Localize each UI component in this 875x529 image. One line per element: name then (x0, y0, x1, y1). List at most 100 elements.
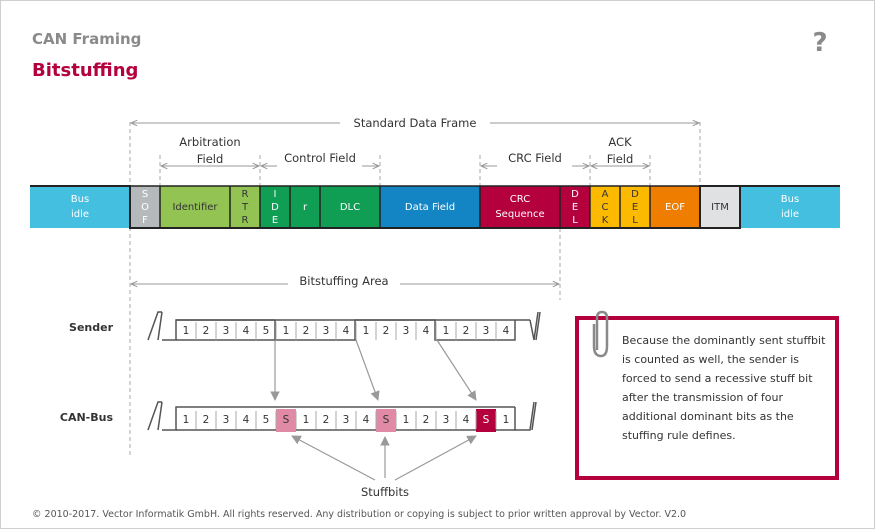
frame-bar (30, 186, 840, 228)
sender-bit-3: 4 (243, 325, 250, 337)
page-title: Bitstuffing (32, 60, 139, 81)
bus-idle-right-label-1: Bus (781, 194, 799, 205)
sender-bit-12: 4 (423, 325, 430, 337)
page-subtitle: CAN Framing (32, 30, 142, 48)
ack-field-label-2: Field (607, 152, 634, 166)
segment-data-field (380, 186, 480, 228)
sender-bit-10: 2 (383, 325, 390, 337)
sender-bit-11: 3 (403, 325, 410, 337)
canbus-bit-11: 1 (403, 414, 410, 426)
sender-bit-4: 5 (263, 325, 270, 337)
identifier-label: Identifier (172, 202, 218, 213)
ack-del-label-3: L (632, 215, 638, 226)
canbus-bit-13: 3 (443, 414, 450, 426)
info-note: Because the dominantly sent stuffbit is … (575, 310, 839, 480)
canbus-bit-9: 4 (363, 414, 370, 426)
canbus-bit-8: 3 (343, 414, 350, 426)
stuffbit-arrow-3 (436, 339, 477, 401)
bitstuffing-area-label: Bitstuffing Area (299, 274, 388, 288)
dlc-label: DLC (340, 202, 360, 213)
segment-rtr (230, 186, 260, 228)
canbus-bit-3: 4 (243, 414, 250, 426)
ide-label-3: E (272, 215, 278, 226)
sof-label-2: O (141, 202, 149, 213)
sender-bit-14: 2 (463, 325, 470, 337)
rtr-label-3: R (242, 215, 249, 226)
sender-bit-8: 4 (343, 325, 350, 337)
crc-del-label-3: L (572, 215, 578, 226)
crc-sequence-label-1: CRC (510, 194, 530, 205)
sender-bits: 1 2 3 4 5 1 2 3 4 1 2 3 4 1 2 3 4 (183, 322, 510, 340)
canbus-bit-15: S (483, 414, 490, 426)
sender-bit-7: 3 (323, 325, 330, 337)
arbitration-field-label-1: Arbitration (179, 135, 240, 149)
crc-field-label: CRC Field (508, 151, 562, 165)
sender-bit-1: 2 (203, 325, 210, 337)
segment-crc-del (560, 186, 590, 228)
bus-idle-right-label-2: idle (781, 209, 799, 220)
segment-bus-idle-right (740, 186, 840, 228)
rtr-label-1: R (242, 189, 249, 200)
bus-idle-left-label-1: Bus (71, 194, 89, 205)
sender-bit-15: 3 (483, 325, 490, 337)
canbus-bit-12: 2 (423, 414, 430, 426)
control-field-label: Control Field (284, 151, 356, 165)
copyright-footer: © 2010-2017. Vector Informatik GmbH. All… (32, 509, 687, 520)
sof-label-3: F (142, 215, 148, 226)
sender-bit-6: 2 (303, 325, 310, 337)
ack-del-label-1: D (631, 189, 639, 200)
canbus-bit-2: 3 (223, 414, 230, 426)
ack-label-3: K (602, 215, 609, 226)
sender-bit-9: 1 (363, 325, 370, 337)
canbus-bit-16: 1 (503, 414, 510, 426)
stuffbits-pointer-1 (291, 435, 376, 481)
stuffbit-marker (376, 409, 396, 432)
segment-bus-idle-left (30, 186, 130, 228)
stuffbits-pointer-3 (394, 435, 477, 481)
segment-crc-sequence (480, 186, 560, 228)
segment-sof (130, 186, 160, 228)
canbus-bit-5: S (283, 414, 290, 426)
canbus-bit-6: 1 (303, 414, 310, 426)
ide-label-2: D (271, 202, 279, 213)
sender-bit-0: 1 (183, 325, 190, 337)
canbus-bit-7: 2 (323, 414, 330, 426)
arbitration-field-label-2: Field (197, 152, 224, 166)
stuffbits-label: Stuffbits (361, 485, 409, 499)
stuffbit-marker (476, 409, 496, 432)
paperclip-icon (592, 310, 609, 358)
ack-del-label-2: E (632, 202, 638, 213)
canbus-bit-14: 4 (463, 414, 470, 426)
r-label: r (303, 202, 308, 213)
canbus-bit-1: 2 (203, 414, 210, 426)
eof-label: EOF (665, 202, 685, 213)
ack-field-label-1: ACK (608, 135, 632, 149)
crc-sequence-label-2: Sequence (495, 209, 544, 220)
segment-dlc (320, 186, 380, 228)
standard-frame-label: Standard Data Frame (354, 116, 477, 130)
segment-identifier (160, 186, 230, 228)
sender-label: Sender (69, 321, 114, 334)
sender-bit-13: 1 (443, 325, 450, 337)
sender-bit-2: 3 (223, 325, 230, 337)
data-field-label: Data Field (405, 202, 455, 213)
help-button[interactable]: ? (812, 28, 828, 58)
sender-bit-16: 4 (503, 325, 510, 337)
segment-eof (650, 186, 700, 228)
sender-bit-5: 1 (283, 325, 290, 337)
canbus-signal (147, 401, 537, 431)
crc-del-label-1: D (571, 189, 579, 200)
segment-ide (260, 186, 290, 228)
stuffbit-arrow-2 (355, 339, 380, 401)
segment-itm (700, 186, 740, 228)
stuffbit-marker (276, 409, 296, 432)
rtr-label-2: T (241, 202, 249, 213)
segment-ack-del (620, 186, 650, 228)
segment-r (290, 186, 320, 228)
crc-del-label-2: E (572, 202, 578, 213)
sof-label-1: S (142, 189, 148, 200)
ack-label-1: A (602, 189, 609, 200)
sender-signal (147, 311, 541, 341)
